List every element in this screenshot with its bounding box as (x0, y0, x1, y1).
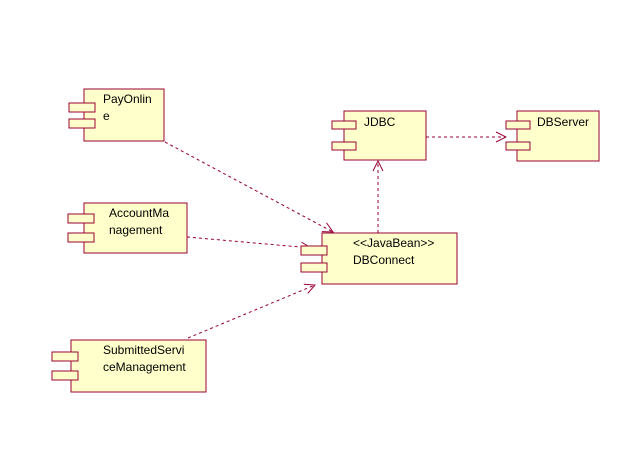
component-dbserver[interactable]: DBServer (505, 110, 600, 162)
dependency-accountmanagement-to-dbconnect[interactable] (186, 236, 311, 248)
component-body (83, 88, 165, 142)
component-port-top (67, 213, 95, 224)
component-submittedservicemanagement[interactable]: SubmittedServi ceManagement (51, 339, 207, 393)
component-port-bottom (51, 370, 79, 381)
component-label-line-2: e (103, 109, 110, 123)
component-port-top (68, 102, 96, 113)
component-dbconnect[interactable]: <<JavaBean>> DBConnect (300, 232, 458, 285)
component-port-bottom (505, 141, 531, 151)
dependency-submittedservicemanagement-to-dbconnect[interactable] (187, 285, 315, 339)
component-port-top (51, 351, 79, 362)
component-label-line-2: nagement (109, 223, 163, 237)
component-label-line-1: AccountMa (109, 206, 169, 220)
dependency-payonline-to-dbconnect[interactable] (164, 141, 333, 232)
component-port-top (300, 245, 328, 256)
component-label: DBConnect (353, 253, 415, 267)
component-label-line-2: ceManagement (103, 360, 186, 374)
component-body (343, 110, 427, 161)
component-body (83, 202, 188, 254)
component-payonline[interactable]: PayOnlin e (68, 88, 165, 142)
component-port-bottom (300, 262, 328, 273)
component-port-bottom (67, 232, 95, 243)
component-port-bottom (331, 141, 357, 151)
component-body (321, 232, 458, 285)
component-label: DBServer (537, 115, 589, 129)
component-stereotype: <<JavaBean>> (353, 236, 434, 250)
component-port-bottom (68, 118, 96, 129)
component-body (516, 110, 600, 162)
component-label: JDBC (364, 115, 396, 129)
component-port-top (331, 120, 357, 130)
component-port-top (505, 120, 531, 130)
component-accountmanagement[interactable]: AccountMa nagement (67, 202, 188, 254)
component-label-line-1: PayOnlin (103, 92, 152, 106)
component-label-line-1: SubmittedServi (103, 343, 184, 357)
component-jdbc[interactable]: JDBC (331, 110, 427, 161)
component-body (70, 339, 207, 393)
